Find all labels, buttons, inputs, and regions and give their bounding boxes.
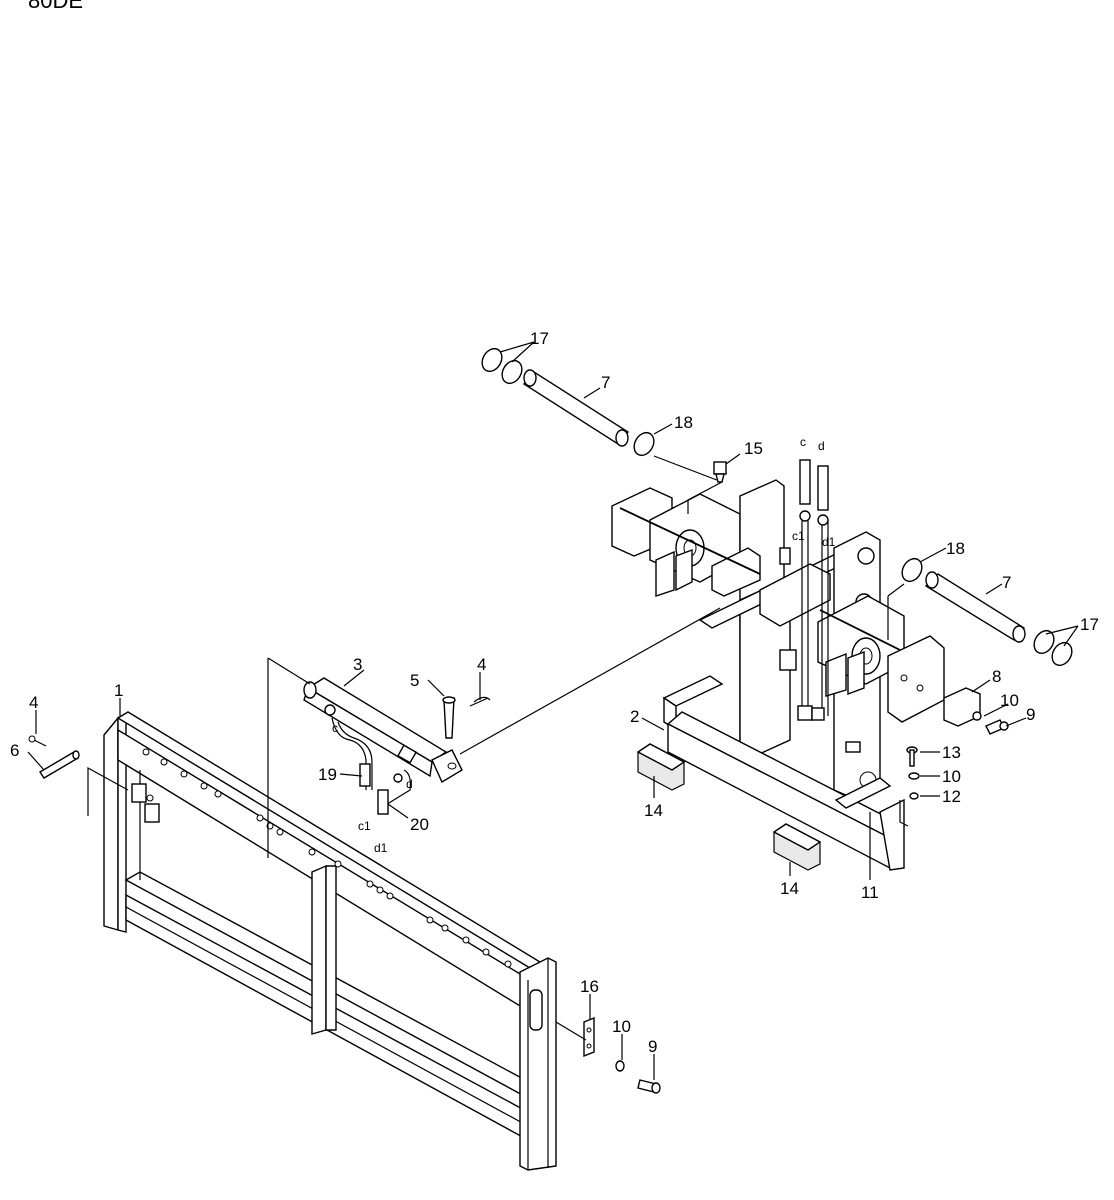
callout-8: 8	[992, 667, 1001, 686]
callout-10-plate: 10	[1000, 691, 1019, 710]
wear-pad-upper	[636, 743, 686, 791]
port-label-d-top: d	[818, 439, 825, 453]
callout-14-lower: 14	[780, 879, 799, 898]
port-label-c1-right: c1	[792, 529, 805, 543]
callout-5: 5	[410, 671, 419, 690]
callout-labels: 1 2 3 4 4 5 6 7 7 8 9 9 10 10 10 11 12 1…	[10, 329, 1099, 1056]
pipe-right	[924, 571, 1026, 643]
port-label-c-top: c	[800, 435, 806, 449]
callout-4-right: 4	[477, 655, 486, 674]
port-label-c-left: c	[332, 721, 338, 735]
bolt-13-washers	[899, 746, 920, 827]
callout-18-upper: 18	[674, 413, 693, 432]
carriage-assembly	[611, 455, 945, 871]
callout-16: 16	[580, 977, 599, 996]
callout-11: 11	[861, 883, 879, 902]
lock-plate-bottom	[555, 1016, 661, 1094]
callout-12: 12	[942, 787, 961, 806]
callout-13: 13	[942, 743, 961, 762]
callout-7-upper: 7	[601, 373, 610, 392]
callout-leaders	[27, 341, 1079, 1080]
grease-fitting	[713, 461, 727, 483]
callout-9-right: 9	[1026, 705, 1035, 724]
callout-17-upper: 17	[530, 329, 549, 348]
port-label-d1-bottom: d1	[374, 841, 388, 855]
callout-3: 3	[353, 655, 362, 674]
port-label-c1-bottom: c1	[358, 819, 371, 833]
cover-plate	[943, 687, 1009, 735]
callout-19: 19	[318, 765, 337, 784]
pin-right	[442, 696, 491, 739]
port-labels: c d c1 d1 c d c1 d1	[332, 435, 836, 855]
hydraulic-cylinder	[267, 607, 721, 858]
callout-15: 15	[744, 439, 763, 458]
ring-pair-upper-left	[481, 347, 523, 385]
ring-pair-right	[1033, 629, 1073, 667]
callout-17-right: 17	[1080, 615, 1099, 634]
callout-1: 1	[114, 681, 123, 700]
callout-10-bottom: 10	[612, 1017, 631, 1036]
callout-14-upper: 14	[644, 801, 663, 820]
main-frame	[103, 711, 557, 1171]
pipe-upper-left	[522, 369, 630, 447]
callout-2: 2	[630, 707, 639, 726]
wear-pad-lower	[772, 823, 822, 871]
callout-7-right: 7	[1002, 573, 1011, 592]
callout-4-left: 4	[29, 693, 38, 712]
ring-upper-left	[633, 431, 655, 457]
port-label-d-left: d	[406, 777, 413, 791]
ring-right	[887, 557, 923, 640]
diagram-title: 80DE	[28, 0, 83, 13]
pin-left	[28, 735, 129, 816]
callout-18-right: 18	[946, 539, 965, 558]
callout-10-bolt: 10	[942, 767, 961, 786]
callout-20: 20	[410, 815, 429, 834]
callout-9-bottom: 9	[648, 1037, 657, 1056]
callout-6: 6	[10, 741, 19, 760]
port-label-d1-right: d1	[822, 535, 836, 549]
